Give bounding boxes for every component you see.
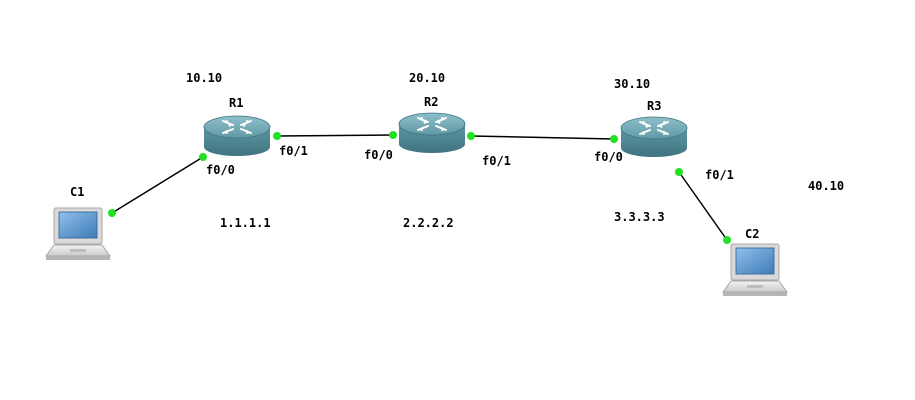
port-dot-c2 bbox=[723, 236, 731, 244]
device-label-c2: C2 bbox=[745, 227, 760, 241]
router-icon-r3[interactable] bbox=[620, 116, 688, 158]
interface-label-r1-f00: f0/0 bbox=[206, 163, 235, 177]
device-label-r2: R2 bbox=[424, 95, 439, 109]
network-label-20: 20.10 bbox=[409, 71, 446, 85]
interface-label-r1-f01: f0/1 bbox=[279, 144, 308, 158]
laptop-icon-c2[interactable] bbox=[722, 243, 788, 297]
laptop-icon-c1[interactable] bbox=[45, 207, 111, 261]
network-label-10: 10.10 bbox=[186, 71, 223, 85]
link-r1-r2 bbox=[276, 134, 394, 137]
port-dot-r2-f01 bbox=[467, 132, 475, 140]
port-dot-r3-f00 bbox=[610, 135, 618, 143]
network-label-40: 40.10 bbox=[808, 179, 845, 193]
link-r2-r3 bbox=[470, 135, 615, 140]
device-label-c1: C1 bbox=[70, 185, 85, 199]
router-icon-r2[interactable] bbox=[398, 112, 466, 154]
device-label-r3: R3 bbox=[647, 99, 662, 113]
port-dot-r2-f00 bbox=[389, 131, 397, 139]
interface-label-r2-f01: f0/1 bbox=[482, 154, 511, 168]
device-label-r1: R1 bbox=[229, 96, 244, 110]
port-dot-r3-f01 bbox=[675, 168, 683, 176]
loopback-label-r3: 3.3.3.3 bbox=[614, 210, 665, 224]
interface-label-r2-f00: f0/0 bbox=[364, 148, 393, 162]
loopback-label-r1: 1.1.1.1 bbox=[220, 216, 271, 230]
link-c1-r1 bbox=[111, 156, 204, 214]
network-label-30: 30.10 bbox=[614, 77, 651, 91]
interface-label-r3-f00: f0/0 bbox=[594, 150, 623, 164]
interface-label-r3-f01: f0/1 bbox=[705, 168, 734, 182]
port-dot-c1 bbox=[108, 209, 116, 217]
router-icon-r1[interactable] bbox=[203, 115, 271, 157]
port-dot-r1-f00 bbox=[199, 153, 207, 161]
loopback-label-r2: 2.2.2.2 bbox=[403, 216, 454, 230]
link-r3-c2 bbox=[678, 171, 728, 241]
port-dot-r1-f01 bbox=[273, 132, 281, 140]
